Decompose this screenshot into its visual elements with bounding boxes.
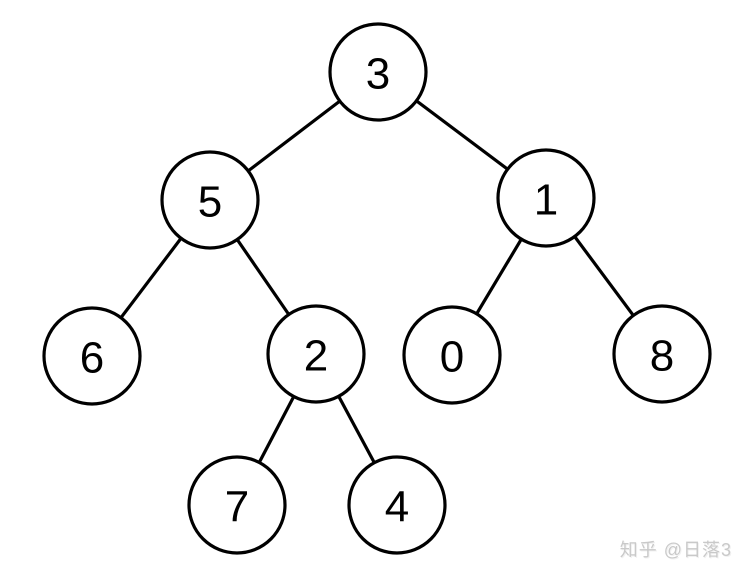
tree-node-circle-2 (266, 304, 366, 404)
tree-node-circle-8 (612, 304, 712, 404)
tree-node-label-4: 4 (385, 483, 409, 532)
tree-node-3: 3 (328, 22, 428, 122)
tree-node-4: 4 (347, 455, 447, 555)
tree-node-label-8: 8 (650, 332, 674, 381)
tree-node-8: 8 (612, 304, 712, 404)
tree-node-circle-4 (347, 455, 447, 555)
tree-node-circle-1 (496, 148, 596, 248)
tree-node-7: 7 (187, 455, 287, 555)
watermark: 知乎 @日落3 (620, 536, 732, 562)
tree-node-circle-5 (160, 150, 260, 250)
tree-node-circle-3 (328, 22, 428, 122)
tree-node-1: 1 (496, 148, 596, 248)
tree-node-circle-6 (42, 306, 142, 406)
tree-node-label-7: 7 (225, 483, 249, 532)
tree-node-label-5: 5 (198, 178, 222, 227)
tree-node-label-6: 6 (80, 334, 104, 383)
tree-node-5: 5 (160, 150, 260, 250)
tree-node-label-3: 3 (366, 50, 390, 99)
tree-node-6: 6 (42, 306, 142, 406)
tree-node-2: 2 (266, 304, 366, 404)
tree-node-circle-0 (402, 305, 502, 405)
tree-node-label-0: 0 (440, 333, 464, 382)
tree-node-circle-7 (187, 455, 287, 555)
tree-node-label-1: 1 (534, 176, 558, 225)
tree-node-label-2: 2 (304, 332, 328, 381)
watermark-text: 知乎 @日落3 (619, 540, 732, 560)
tree-node-0: 0 (402, 305, 502, 405)
